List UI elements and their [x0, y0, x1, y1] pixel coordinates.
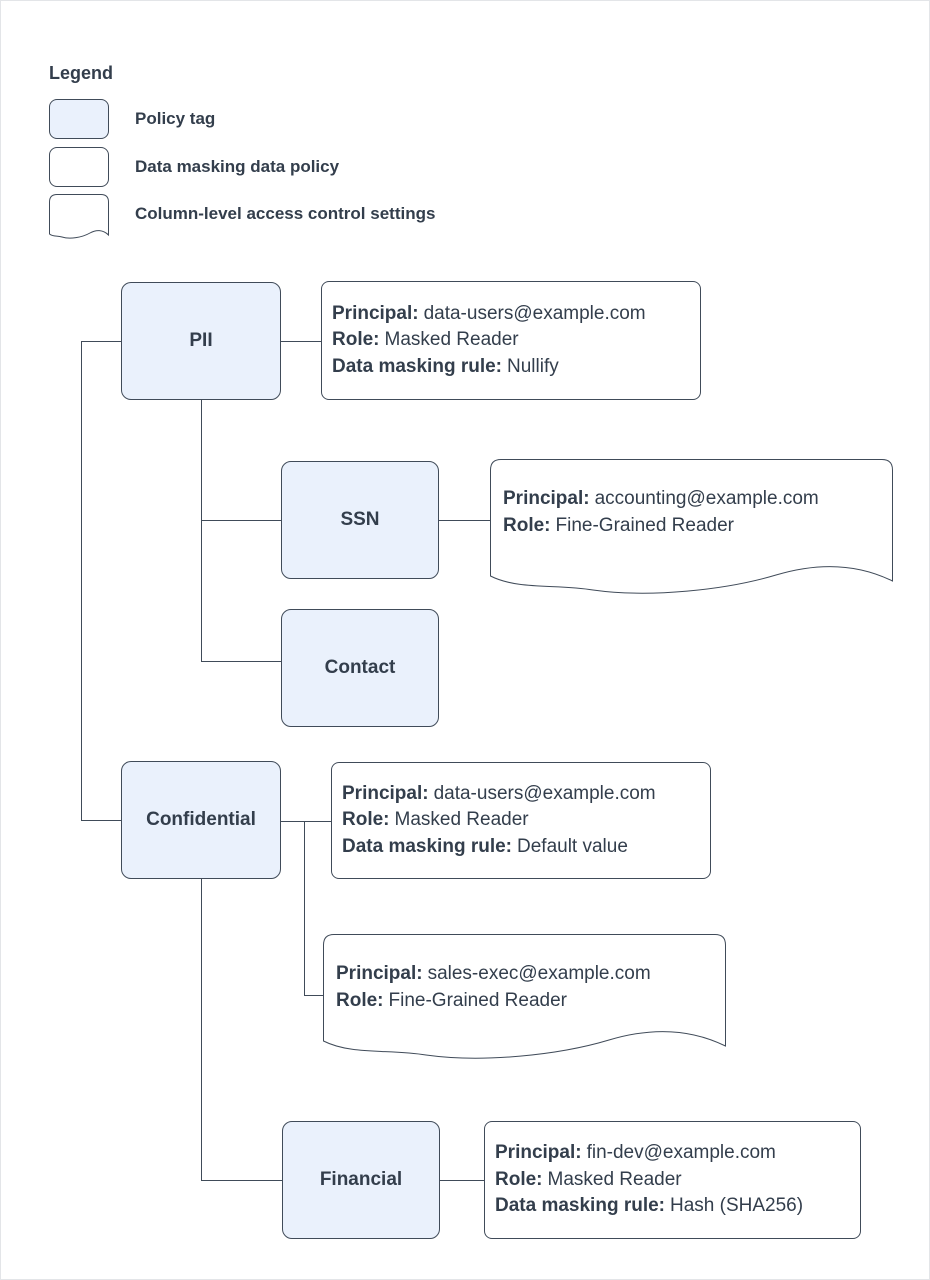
connector-confidential-to-access-policy: [304, 995, 323, 996]
access-control-ssn-text: Principal:accounting@example.com Role:Fi…: [503, 485, 819, 539]
policy-role-line: Role:Masked Reader: [495, 1167, 856, 1194]
policy-principal-line: Principal:data-users@example.com: [332, 301, 696, 328]
policy-tag-financial-label: Financial: [319, 1169, 403, 1190]
legend-access-control-swatch: [49, 194, 109, 242]
policy-rule-line: Data masking rule:Nullify: [332, 354, 696, 381]
legend-access-control-label: Column-level access control settings: [135, 204, 436, 223]
connector-pii-to-contact: [201, 661, 281, 662]
role-label: Role:: [332, 329, 380, 351]
legend-policy-tag-swatch: [49, 99, 109, 139]
principal-value: fin-dev@example.com: [586, 1142, 776, 1164]
legend-title: Legend: [49, 63, 114, 83]
policy-role-line: Role:Fine-Grained Reader: [336, 987, 651, 1014]
principal-value: sales-exec@example.com: [427, 963, 651, 984]
principal-label: Principal:: [495, 1142, 582, 1164]
connector-ssn-to-access-policy: [439, 520, 490, 521]
document-shape-icon: [323, 934, 726, 1059]
policy-role-line: Role:Masked Reader: [342, 807, 706, 834]
principal-value: data-users@example.com: [423, 302, 646, 324]
policy-tag-pii: PII: [121, 282, 281, 400]
rule-label: Data masking rule:: [342, 835, 512, 857]
principal-label: Principal:: [336, 963, 423, 984]
document-shape-icon: [490, 459, 893, 594]
connector-trunk-vertical: [81, 341, 82, 821]
role-value: Fine-Grained Reader: [388, 990, 567, 1011]
connector-pii-to-masking-policy: [281, 341, 321, 342]
document-shape-icon: [49, 194, 109, 239]
connector-pii-children-vertical: [201, 400, 202, 662]
role-value: Masked Reader: [547, 1168, 682, 1190]
legend-data-policy-label: Data masking data policy: [135, 157, 340, 176]
principal-value: data-users@example.com: [433, 782, 656, 804]
legend-data-policy-swatch: [49, 147, 109, 187]
policy-tag-confidential-label: Confidential: [146, 809, 256, 830]
role-label: Role:: [342, 809, 390, 831]
policy-role-line: Role:Masked Reader: [332, 327, 696, 354]
policy-tag-financial: Financial: [282, 1121, 440, 1239]
connector-confidential-children-vertical: [201, 879, 202, 1180]
policy-principal-line: Principal:data-users@example.com: [342, 781, 706, 808]
connector-pii-to-ssn: [201, 520, 281, 521]
access-control-confidential-text: Principal:sales-exec@example.com Role:Fi…: [336, 960, 651, 1014]
role-label: Role:: [336, 990, 384, 1011]
role-value: Masked Reader: [394, 809, 529, 831]
policy-tag-ssn-label: SSN: [340, 509, 380, 530]
legend-policy-tag-label: Policy tag: [135, 109, 216, 128]
policy-rule-line: Data masking rule:Hash (SHA256): [495, 1193, 856, 1220]
policy-tag-contact: Contact: [281, 609, 439, 727]
connector-financial-to-masking-policy: [440, 1180, 484, 1181]
masking-policy-confidential: Principal:data-users@example.com Role:Ma…: [331, 762, 711, 879]
policy-tag-pii-label: PII: [189, 330, 213, 351]
policy-tag-ssn: SSN: [281, 461, 439, 579]
role-value: Fine-Grained Reader: [555, 515, 734, 536]
policy-tag-contact-label: Contact: [324, 657, 396, 678]
connector-confidential-to-financial: [201, 1180, 282, 1181]
principal-label: Principal:: [342, 782, 429, 804]
rule-value: Nullify: [507, 355, 559, 377]
rule-label: Data masking rule:: [495, 1195, 665, 1217]
policy-principal-line: Principal:fin-dev@example.com: [495, 1140, 856, 1167]
access-control-confidential: Principal:sales-exec@example.com Role:Fi…: [323, 934, 726, 1062]
masking-policy-financial: Principal:fin-dev@example.com Role:Maske…: [484, 1121, 861, 1239]
connector-trunk-to-pii: [81, 341, 121, 342]
connector-confidential-to-masking-policy: [281, 821, 331, 822]
principal-label: Principal:: [332, 302, 419, 324]
access-control-ssn: Principal:accounting@example.com Role:Fi…: [490, 459, 893, 597]
connector-trunk-to-confidential: [81, 820, 121, 821]
principal-label: Principal:: [503, 488, 590, 509]
policy-principal-line: Principal:accounting@example.com: [503, 485, 819, 512]
role-value: Masked Reader: [384, 329, 519, 351]
rule-value: Default value: [517, 835, 628, 857]
policy-rule-line: Data masking rule:Default value: [342, 834, 706, 861]
role-label: Role:: [495, 1168, 543, 1190]
policy-role-line: Role:Fine-Grained Reader: [503, 512, 819, 539]
rule-label: Data masking rule:: [332, 355, 502, 377]
role-label: Role:: [503, 515, 551, 536]
connector-confidential-access-vertical: [304, 821, 305, 995]
rule-value: Hash (SHA256): [670, 1195, 804, 1217]
principal-value: accounting@example.com: [594, 488, 819, 509]
policy-principal-line: Principal:sales-exec@example.com: [336, 960, 651, 987]
masking-policy-pii: Principal:data-users@example.com Role:Ma…: [321, 281, 701, 400]
policy-tag-confidential: Confidential: [121, 761, 281, 879]
